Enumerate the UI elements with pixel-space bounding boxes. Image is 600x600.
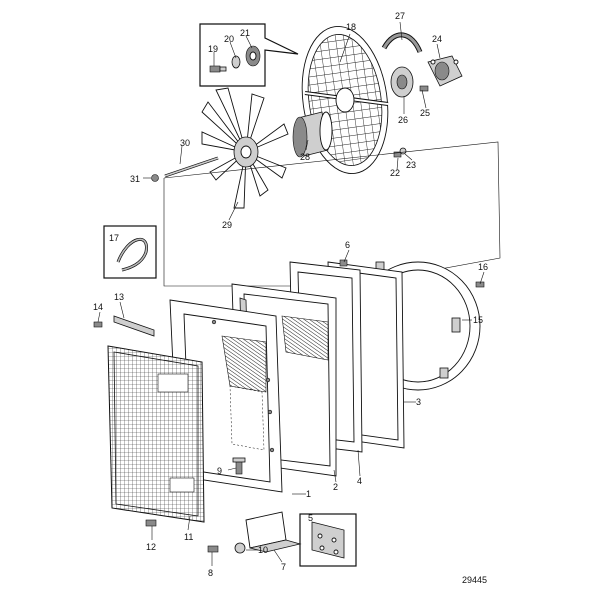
inset-box-19-21: [199, 23, 299, 87]
label-part-20: 20: [224, 34, 234, 44]
label-part-29: 29: [222, 220, 232, 230]
fan-hub: [292, 111, 333, 158]
label-part-6: 6: [345, 240, 350, 250]
label-part-30: 30: [180, 138, 190, 148]
label-part-11: 11: [184, 532, 193, 542]
label-part-25: 25: [420, 108, 430, 118]
inset-box-5: [299, 513, 357, 567]
bolt-14: [93, 321, 103, 328]
label-part-21: 21: [240, 28, 250, 38]
leader-lines: [97, 21, 485, 566]
washer-23: [399, 147, 407, 155]
bolt-22: [393, 151, 402, 158]
label-part-1: 1: [306, 489, 311, 499]
label-part-31: 31: [130, 174, 140, 184]
bolt-6: [339, 259, 348, 267]
label-part-12: 12: [146, 542, 156, 552]
label-part-14: 14: [93, 302, 103, 312]
pulley-21: [245, 45, 261, 67]
label-part-27: 27: [395, 11, 405, 21]
label-part-7: 7: [281, 562, 286, 572]
label-part-2: 2: [333, 482, 338, 492]
label-part-13: 13: [114, 292, 124, 302]
washer-20: [231, 55, 241, 69]
label-part-22: 22: [390, 168, 400, 178]
bolt-8: [207, 545, 219, 553]
bracket-7: [245, 511, 302, 553]
bolt-19: [209, 65, 227, 73]
bolt-16: [475, 281, 485, 288]
label-part-16: 16: [478, 262, 488, 272]
nut-31: [151, 174, 159, 182]
fan-blade-assembly: [201, 87, 289, 209]
bearing-housing-24: [427, 55, 463, 87]
label-part-17: 17: [109, 233, 119, 243]
inset-box-17: [103, 225, 157, 279]
threaded-rod: [164, 156, 219, 178]
label-part-9: 9: [217, 466, 222, 476]
bolt-9: [232, 457, 246, 475]
label-part-10: 10: [258, 545, 268, 555]
label-part-26: 26: [398, 115, 408, 125]
label-part-24: 24: [432, 34, 442, 44]
pulley-26: [390, 66, 414, 98]
strip-13: [113, 315, 155, 337]
washer-10: [234, 542, 246, 554]
label-part-5: 5: [308, 513, 313, 523]
label-part-15: 15: [473, 315, 483, 325]
reference-number: 29445: [462, 575, 487, 585]
label-part-23: 23: [406, 160, 416, 170]
bolt-25: [419, 85, 429, 92]
bolt-12: [145, 519, 157, 527]
label-part-8: 8: [208, 568, 213, 578]
label-part-3: 3: [416, 397, 421, 407]
label-part-19: 19: [208, 44, 218, 54]
label-part-18: 18: [346, 22, 356, 32]
label-part-28: 28: [300, 152, 310, 162]
front-grille-11: [107, 345, 205, 523]
label-part-4: 4: [357, 476, 362, 486]
